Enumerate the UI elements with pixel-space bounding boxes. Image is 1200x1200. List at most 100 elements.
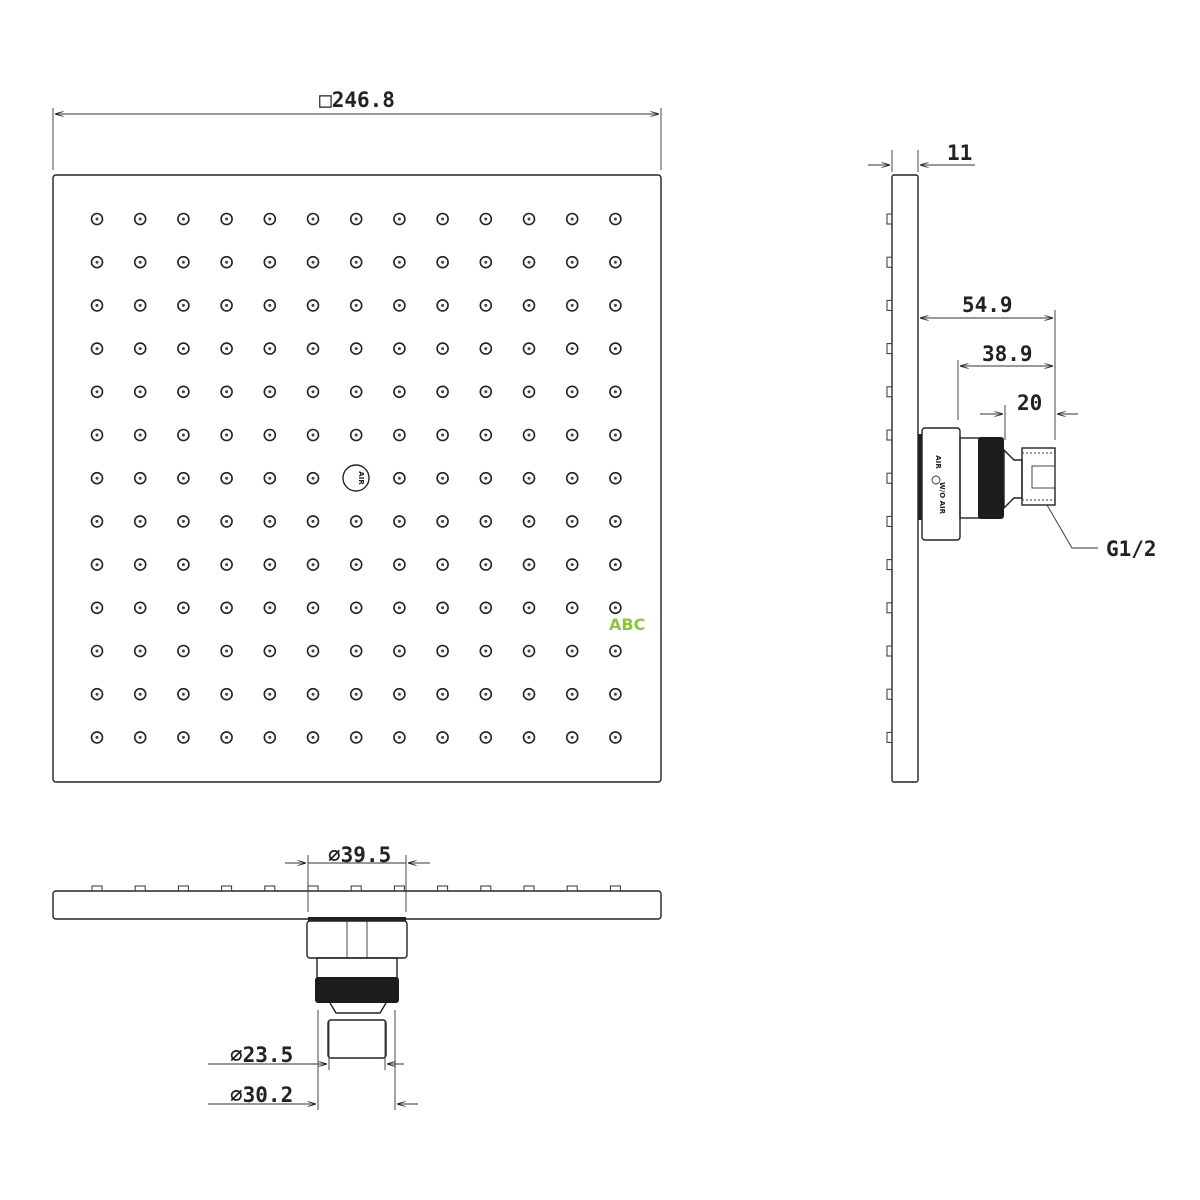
nozzle	[522, 255, 536, 269]
nozzle	[90, 644, 104, 658]
watermark-logo: ABC	[609, 615, 645, 634]
nozzle	[306, 342, 320, 355]
nozzle	[522, 515, 536, 528]
nozzle	[306, 601, 320, 615]
nozzle	[177, 644, 190, 658]
nozzle	[220, 515, 233, 528]
nozzle	[393, 471, 406, 485]
nozzle	[522, 471, 536, 485]
nozzle	[609, 385, 622, 399]
nozzle	[177, 515, 190, 528]
nozzle	[609, 342, 622, 355]
knob-label-without-air: W/O AIR	[938, 482, 946, 515]
nozzle	[306, 687, 320, 701]
nozzle	[393, 558, 406, 571]
bottom-nozzle-bump	[177, 885, 189, 892]
nozzle	[479, 515, 493, 528]
diameter-top-label: ∅39.5	[328, 843, 391, 867]
nozzle	[479, 255, 493, 269]
nozzle	[349, 255, 363, 269]
g12-thread-connector	[1021, 447, 1056, 506]
knob-label-air: AIR	[934, 455, 942, 469]
nozzle	[133, 601, 147, 615]
nozzle	[565, 515, 579, 528]
nozzle	[479, 385, 493, 399]
nozzle	[90, 428, 104, 442]
nozzle	[565, 558, 579, 571]
nozzle	[306, 299, 320, 312]
nozzle	[436, 731, 449, 744]
nozzle	[306, 385, 320, 399]
nozzle	[522, 299, 536, 312]
air-center-nozzle	[342, 464, 370, 492]
nozzle	[263, 601, 277, 615]
side-nozzle-bump	[886, 299, 893, 311]
nozzle	[522, 342, 536, 355]
nozzle	[479, 299, 493, 312]
bottom-nozzle-bump	[480, 885, 492, 892]
nozzle	[263, 255, 277, 269]
nozzle	[522, 601, 536, 615]
bottom-knob	[306, 920, 408, 959]
nozzle	[133, 255, 147, 269]
nozzle	[306, 428, 320, 442]
nozzle	[349, 601, 363, 615]
nozzle	[565, 687, 579, 701]
nozzle	[565, 299, 579, 312]
nozzle	[522, 428, 536, 442]
nozzle	[177, 255, 190, 269]
bottom-nozzle-bump	[350, 885, 362, 892]
nozzle	[133, 644, 147, 658]
nozzle	[393, 255, 406, 269]
nozzle	[479, 601, 493, 615]
side-nozzle-bump	[886, 343, 893, 355]
nozzle	[609, 644, 622, 658]
nozzle	[306, 515, 320, 528]
side-nozzle-bump	[886, 386, 893, 398]
nozzle	[565, 385, 579, 399]
width-dimension-label: □246.8	[319, 88, 395, 112]
thread-length-label: 20	[1017, 391, 1042, 415]
nozzle	[220, 342, 233, 355]
nozzle	[133, 212, 147, 226]
nozzle	[479, 731, 493, 744]
nozzle	[609, 212, 622, 226]
nozzle	[522, 385, 536, 399]
nozzle	[393, 299, 406, 312]
nozzle	[220, 601, 233, 615]
nozzle	[436, 385, 449, 399]
nozzle	[220, 731, 233, 744]
nozzle	[565, 342, 579, 355]
nozzle	[393, 342, 406, 355]
nozzle	[349, 342, 363, 355]
side-nozzle-bump	[886, 731, 893, 743]
nozzle	[393, 644, 406, 658]
nozzle-grid	[90, 212, 622, 744]
bottom-locking-nut	[315, 977, 399, 1003]
nozzle	[349, 515, 363, 528]
nozzle	[479, 471, 493, 485]
nozzle	[609, 471, 622, 485]
side-nozzle-bump	[886, 515, 893, 527]
nozzle	[565, 212, 579, 226]
depth-total-label: 54.9	[962, 293, 1013, 317]
side-nozzle-bump	[886, 688, 893, 700]
air-center-label: AIR	[357, 471, 365, 485]
nozzle	[393, 601, 406, 615]
depth-fitting-label: 38.9	[982, 342, 1033, 366]
nozzle	[349, 731, 363, 744]
nozzle	[133, 385, 147, 399]
nozzle	[522, 558, 536, 571]
nozzle	[263, 428, 277, 442]
nozzle	[522, 644, 536, 658]
nozzle	[220, 385, 233, 399]
nozzle	[565, 601, 579, 615]
side-view: 11 54.9 38.9 20 AIR W/O AIR G1/2	[868, 141, 1157, 783]
nozzle	[609, 515, 622, 528]
nozzle	[609, 428, 622, 442]
nozzle	[436, 515, 449, 528]
side-nozzle-bump	[886, 602, 893, 614]
nozzle	[263, 385, 277, 399]
nozzle	[393, 731, 406, 744]
